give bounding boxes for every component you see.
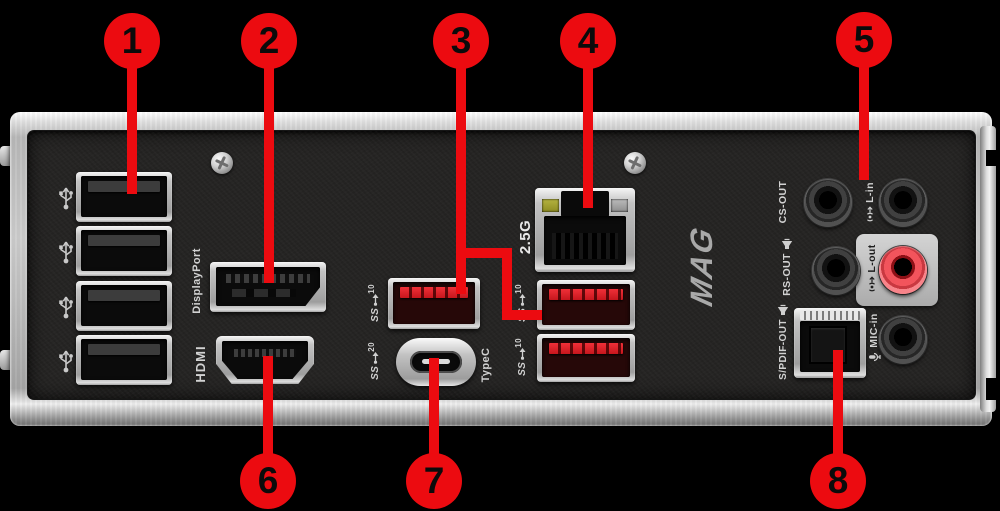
ss-text: SS — [369, 365, 381, 380]
usb-icon — [59, 350, 73, 373]
callout-1: 1 — [104, 13, 160, 69]
usb-arrow-icon — [372, 293, 378, 306]
usb2-port-1 — [76, 172, 172, 222]
callout-line-2 — [264, 58, 274, 283]
screw-icon — [211, 152, 233, 174]
spdif-optical-port — [794, 308, 866, 378]
ss-speed-text: 10 — [513, 284, 523, 294]
usb-10gbps-icon: SS 10 — [514, 297, 530, 417]
typec-label-text: TypeC — [480, 347, 492, 383]
callout-line-3 — [456, 58, 466, 294]
ss-text: SS — [516, 361, 528, 376]
line-in-icon — [867, 206, 873, 222]
callout-5-number: 5 — [853, 19, 875, 60]
ss-speed-text: 10 — [513, 338, 523, 348]
callout-line-3-branch — [502, 248, 512, 320]
callout-1-number: 1 — [121, 20, 143, 61]
mag-logo-text: MAG — [684, 222, 719, 310]
shield-right-flange — [980, 126, 996, 412]
spdif-out-label: S/PDIF-OUT — [775, 282, 791, 402]
speaker-icon — [781, 239, 793, 250]
callout-line-8 — [833, 350, 843, 458]
usb2-port-3 — [76, 281, 172, 331]
mic-in-label: MIC-in — [866, 278, 882, 398]
mic-in-text: MIC-in — [868, 313, 880, 348]
callout-3-number: 3 — [450, 20, 472, 61]
callout-2-number: 2 — [258, 20, 280, 61]
l-in-text: L-in — [864, 182, 876, 203]
callout-7: 7 — [406, 453, 462, 509]
mag-logo: MAG — [684, 204, 719, 328]
ss-speed-text: 10 — [366, 284, 376, 294]
screw-icon — [624, 152, 646, 174]
rs-out-jack — [812, 247, 860, 295]
line-out-icon — [869, 275, 875, 291]
spdif-out-text: S/PDIF-OUT — [777, 319, 789, 380]
hdmi-label: HDMI — [192, 304, 208, 424]
usb-arrow-icon — [519, 293, 525, 306]
callout-line-3-branch — [456, 248, 512, 258]
usb10-port-c — [537, 334, 635, 382]
usb2-port-2 — [76, 226, 172, 276]
usb2-port-4 — [76, 335, 172, 385]
hdmi-label-text: HDMI — [192, 345, 208, 383]
l-out-jack — [879, 246, 927, 294]
callout-5: 5 — [836, 12, 892, 68]
callout-7-number: 7 — [423, 460, 445, 501]
callout-8-number: 8 — [827, 460, 849, 501]
speaker-icon — [777, 305, 789, 316]
callout-8: 8 — [810, 453, 866, 509]
callout-4-number: 4 — [577, 20, 599, 61]
usb-20gbps-icon: SS 20 — [367, 301, 383, 421]
usb10-port-a — [388, 278, 480, 329]
usb-icon — [59, 187, 73, 210]
usb-10gbps-icon: SS 10 — [367, 243, 383, 363]
rs-out-label: RS-OUT — [779, 207, 795, 327]
l-out-text: L-out — [866, 244, 878, 273]
callout-6: 6 — [240, 453, 296, 509]
mic-icon — [868, 352, 881, 361]
ethernet-led-right — [611, 199, 628, 212]
cs-out-jack — [804, 179, 852, 227]
ss-speed-text: 20 — [366, 342, 376, 352]
shield-right-notch — [986, 150, 1000, 166]
callout-4: 4 — [560, 13, 616, 69]
callout-2: 2 — [241, 13, 297, 69]
shield-right-notch — [986, 378, 1000, 400]
ethernet-led-left — [542, 199, 559, 212]
usb-arrow-icon — [519, 347, 525, 360]
callout-6-number: 6 — [257, 460, 279, 501]
callout-line-1 — [127, 58, 137, 194]
callout-line-5 — [859, 55, 869, 180]
usb-10gbps-icon: SS 10 — [514, 243, 530, 363]
usb-icon — [59, 241, 73, 264]
l-in-label: L-in — [862, 142, 878, 262]
l-in-jack — [879, 179, 927, 227]
callout-line-6 — [263, 356, 273, 458]
usb-arrow-icon — [372, 351, 378, 364]
mic-in-jack — [879, 316, 927, 364]
usb10-port-b — [537, 280, 635, 330]
typec-label: TypeC — [478, 305, 494, 425]
callout-line-3-branch — [502, 310, 542, 320]
callout-line-4 — [583, 58, 593, 208]
usb-icon — [59, 296, 73, 319]
callout-line-7 — [429, 358, 439, 458]
ethernet-port — [535, 188, 635, 272]
callout-3: 3 — [433, 13, 489, 69]
l-out-label: L-out — [864, 208, 880, 328]
